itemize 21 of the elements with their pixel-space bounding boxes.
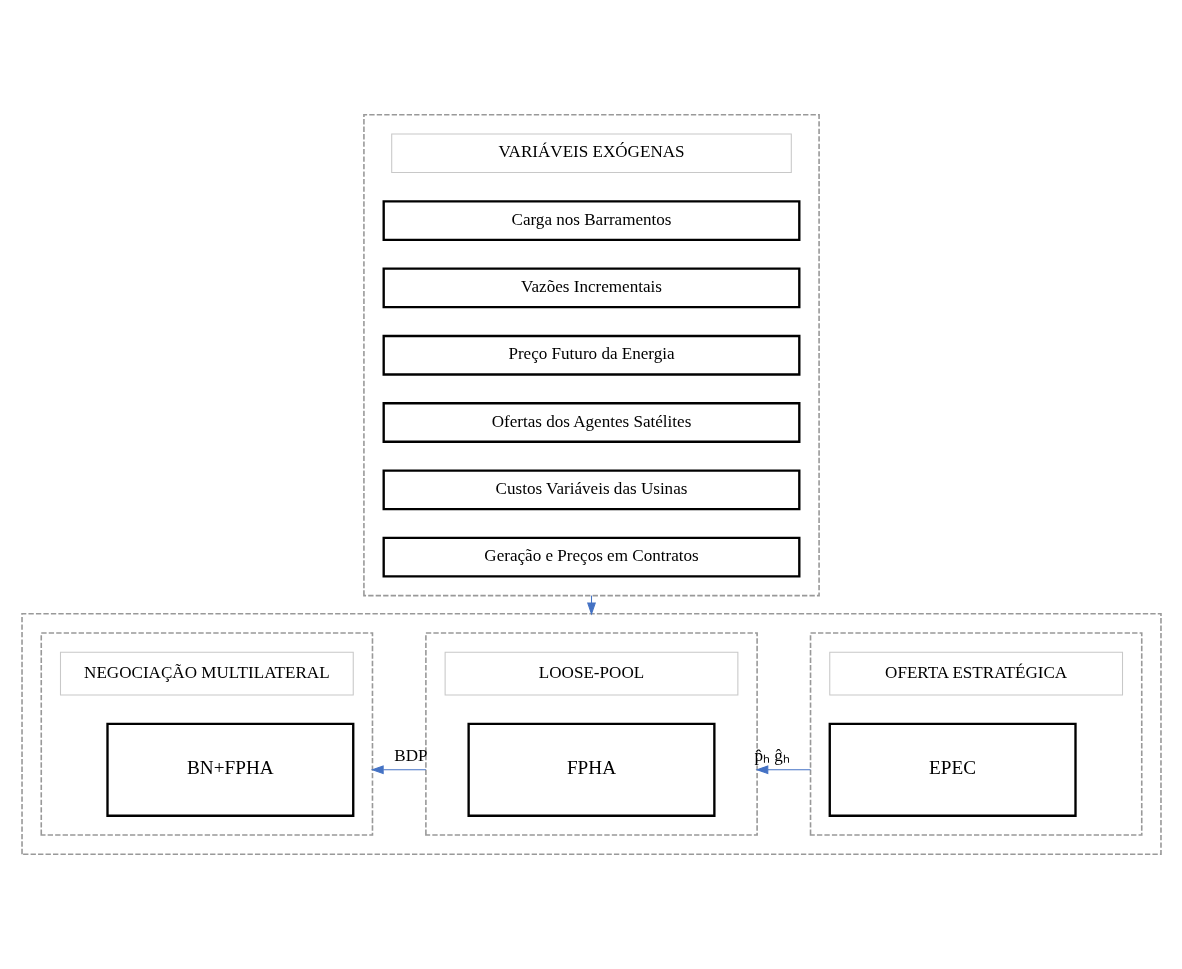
cluster [809,632,1143,836]
cluster [20,613,1162,855]
node-box: LOOSE-POOL [444,651,738,696]
edge-label: BDP [393,746,428,766]
edge-label: p̂ₕ ĝₕ [753,746,790,766]
node-box: EPEC [828,722,1077,817]
node-box: Ofertas dos Agentes Satélites [382,402,800,443]
node-box: OFERTA ESTRATÉGICA [828,651,1123,696]
cluster [362,114,820,597]
arrow [370,765,426,775]
node-box: Vazões Incrementais [382,267,800,309]
node-box: Carga nos Barramentos [382,200,800,241]
node-box: Preço Futuro da Energia [382,334,800,376]
arrow [755,765,811,775]
node-box: NEGOCIAÇÃO MULTILATERAL [59,651,354,696]
node-box: VARIÁVEIS EXÓGENAS [390,133,792,174]
node-box: Geração e Preços em Contratos [382,536,800,578]
node-box: FPHA [466,722,716,817]
node-box: BN+FPHA [105,722,354,817]
node-box: Custos Variáveis das Usinas [382,469,800,511]
cluster [39,632,373,836]
